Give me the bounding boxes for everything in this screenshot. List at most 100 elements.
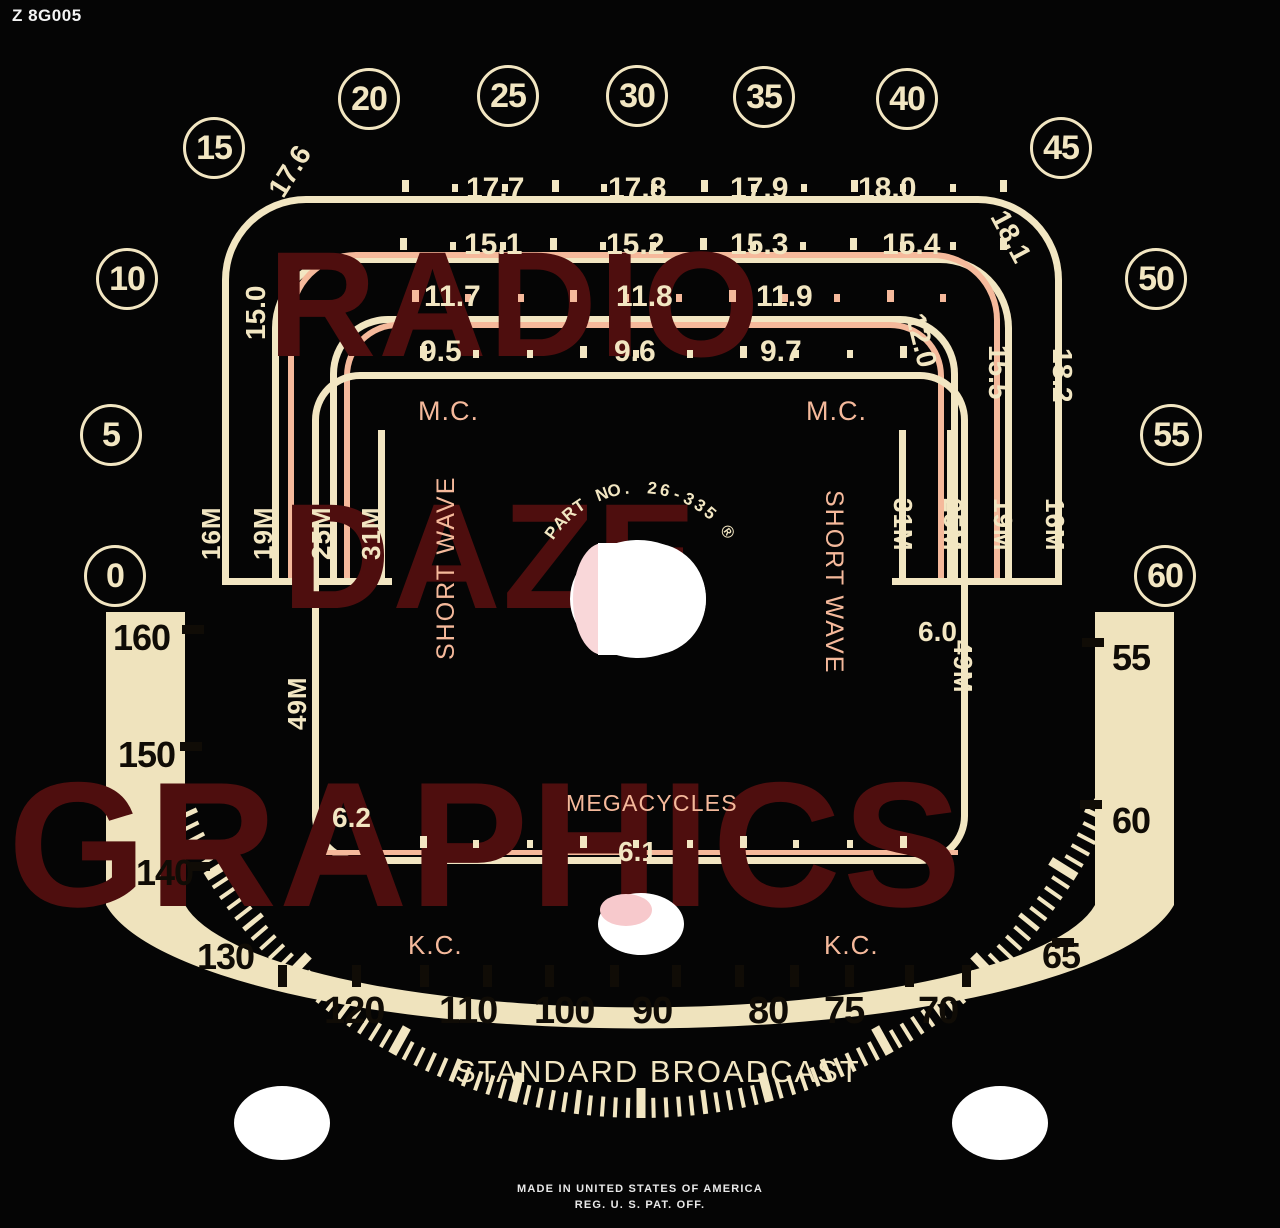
tick-19m-minor (450, 242, 456, 250)
tick-16m-minor (950, 184, 957, 192)
tick-25m-major (887, 290, 895, 302)
band-tag-49m-left: 49M (282, 676, 312, 730)
bc-tick-left-1 (180, 742, 202, 751)
freq-19m-15-2: 15.2 (606, 228, 665, 261)
bc-tick-left-0 (182, 625, 204, 634)
bc-tick-0 (278, 965, 287, 987)
logging-tick-minor (688, 1094, 695, 1116)
tick-19m-minor (500, 242, 506, 250)
bc-tick-left-2 (188, 862, 210, 871)
logging-tick-minor (612, 1096, 618, 1117)
tick-25m-minor (781, 294, 788, 302)
footer-text: MADE IN UNITED STATES OF AMERICA REG. U.… (0, 1182, 1280, 1214)
logging-number-10: 10 (96, 248, 158, 310)
logging-tick-minor (699, 1089, 708, 1114)
tick-25m-major (728, 290, 736, 302)
tick-19m-major (400, 238, 407, 250)
band-tag-31m-left: 31M (356, 506, 386, 560)
part-number-char: . (623, 478, 632, 499)
bc-number-90: 90 (632, 990, 673, 1032)
logging-number-15: 15 (183, 117, 245, 179)
tick-16m-minor (451, 184, 458, 192)
tick-49m-major (580, 836, 587, 848)
tick-31m-minor (793, 350, 800, 358)
freq-19m-15-3: 15.3 (730, 228, 789, 261)
bc-tick-5 (610, 965, 619, 987)
tick-31m-minor (633, 350, 640, 358)
tick-31m-major (740, 346, 747, 358)
freq-16m-18-2: 18.2 (1047, 348, 1078, 403)
tick-16m-minor (501, 184, 508, 192)
tick-19m-major (850, 238, 857, 250)
freq-16m-17-8: 17.8 (608, 172, 667, 205)
bc-tick-right-0 (1082, 638, 1104, 647)
tick-49m-minor (633, 840, 640, 848)
freq-25m-11-9: 11.9 (756, 280, 813, 313)
tick-16m-major (551, 180, 559, 192)
part-number-char (637, 478, 643, 498)
mode-label-shortwave-left: SHORT WAVE (432, 475, 460, 660)
tick-49m-minor (846, 840, 853, 848)
logging-tick-minor (737, 1087, 746, 1108)
tick-19m-major (550, 238, 557, 250)
tick-16m-minor (750, 184, 757, 192)
bc-number-130: 130 (197, 936, 255, 977)
bc-number-80: 80 (748, 990, 789, 1032)
logging-tick-minor (561, 1091, 568, 1112)
divider-31m-right (899, 430, 906, 585)
tick-31m-major (580, 346, 587, 358)
band-tag-16m-right: 16M (1040, 498, 1070, 552)
logging-number-35: 35 (733, 66, 795, 128)
tick-16m-major (1000, 180, 1007, 192)
bc-tick-1 (352, 965, 361, 987)
divider-19m-left (272, 430, 279, 585)
bc-number-70: 70 (918, 990, 959, 1032)
tick-25m-minor (834, 294, 841, 302)
logging-tick-minor (586, 1094, 593, 1116)
bc-tick-3 (483, 965, 492, 987)
logging-number-40: 40 (876, 68, 938, 130)
tick-31m-major (900, 346, 907, 358)
bc-tick-10 (905, 965, 914, 987)
tick-19m-minor (900, 242, 906, 250)
part-number-char: 6 (658, 480, 673, 501)
unit-label-kc-right: K.C. (824, 930, 879, 960)
tick-19m-minor (950, 242, 956, 250)
tick-49m-major (740, 836, 747, 848)
tick-16m-major (402, 180, 409, 192)
logging-number-25: 25 (477, 65, 539, 127)
mode-label-standard-broadcast: STANDARD BROADCAST (455, 1054, 861, 1089)
part-number-char: 2 (646, 478, 660, 499)
tick-49m-major (900, 836, 907, 848)
divider-16m-left (222, 430, 229, 585)
logging-tick-minor (713, 1091, 720, 1112)
tick-25m-minor (517, 294, 524, 302)
freq-19m-15-0: 15.0 (240, 285, 271, 341)
bc-tick-2 (420, 965, 429, 987)
footer-line-1: MADE IN UNITED STATES OF AMERICA (517, 1183, 763, 1196)
logging-number-45: 45 (1030, 117, 1092, 179)
band-tag-31m-right: 31M (888, 498, 918, 552)
bc-number-65: 65 (1042, 935, 1081, 976)
logging-tick-minor (535, 1087, 544, 1108)
freq-31m-9-5: 9.5 (420, 335, 462, 368)
tick-25m-minor (623, 294, 630, 302)
freq-16m-18-0: 18.0 (858, 172, 917, 205)
freq-31m-9-7: 9.7 (760, 335, 802, 368)
freq-16m-17-7: 17.7 (466, 172, 525, 205)
bc-tick-8 (790, 965, 799, 987)
tick-19m-minor (750, 242, 756, 250)
logging-number-50: 50 (1125, 248, 1187, 310)
freq-49m-6-0: 6.0 (918, 616, 957, 647)
freq-19m-15-4: 15.4 (882, 228, 941, 261)
logging-number-30: 30 (606, 65, 668, 127)
tick-49m-minor (793, 840, 800, 848)
tick-16m-minor (800, 184, 807, 192)
band-tag-19m-left: 19M (248, 506, 278, 560)
mounting-hole-right (952, 1086, 1048, 1160)
tick-25m-minor (464, 294, 471, 302)
tick-19m-minor (800, 242, 806, 250)
tick-49m-minor (686, 840, 693, 848)
tick-16m-minor (651, 184, 658, 192)
